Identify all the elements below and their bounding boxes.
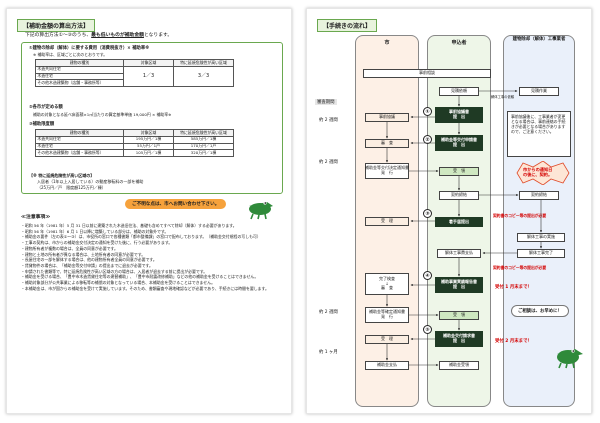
red-note: 受付 1 月末まで！: [495, 285, 532, 290]
flow-receive: 受 領: [439, 167, 479, 176]
flow-estimate-work: 見積作業: [519, 87, 559, 96]
notes-list: ・昭和 56 年（1981 年）5 月 31 日以前に建築された木造旧住法、基礎…: [21, 223, 281, 291]
calc2-body: 補助の対象となる延べ床面積×1㎡当たりの算定基準単価 19,000円 × 補助率…: [33, 112, 172, 117]
flow-decision-notice: 補助金等交付決定通知書発 行: [365, 163, 409, 179]
flow-estimate-request: 見積依頼: [439, 87, 479, 96]
red-note: 契約書のコピー等の提出が必要: [493, 265, 547, 270]
calc3-row-high: 320万円／1棟: [173, 149, 234, 158]
flow-payment-receive: 補助金受領: [439, 361, 479, 370]
flow-screening: 審 査: [365, 139, 409, 148]
section-title-calc: 【補助金額の算出方法】: [17, 19, 96, 32]
extra-box-line: （25万円／戸 限度額125万円／棟）: [37, 185, 106, 190]
section-title-flow: 【手続きの流れ】: [317, 19, 378, 32]
note-item: ・建物所有者が複数の場合は、全員の同意が必要です。: [21, 245, 118, 251]
calc3-title: ③補助限度額: [29, 122, 55, 127]
lane-head-contractor: 建物除却（解体）工事業者: [512, 37, 566, 42]
flow-acceptance: 受 理: [365, 217, 409, 226]
flow-prior-consult-submit: 事前協議書提 出: [435, 107, 483, 123]
note-item: ・本補助金は、市が国からの補助金を受けて実施しています。そのため、書類審査や現地…: [21, 285, 269, 291]
calc1-note: ※ 補助率は、区域ごとに次のとおりです。: [33, 52, 108, 57]
consult-cloud: ご相談は、お早めに！: [511, 305, 569, 317]
flow-prior-consult: 事前協議: [365, 113, 409, 122]
lane-head-city: 市: [384, 40, 390, 46]
note-item: ・申請された書類等で、特に延焼危険性が高い区域の方の場合は、入居者が退去する前に…: [21, 268, 208, 274]
lane-head-applicant: 申込者: [451, 40, 467, 46]
flow-completion-check: 完了検査↓審 査: [365, 273, 409, 295]
step-marker: ①: [423, 107, 432, 116]
period-label: 約 2 週間: [319, 310, 338, 315]
note-item: ・補助金を受ける場合、「豊中市木造賃貸住宅等の建替補助」、「豊中市耐震改修補助」…: [21, 274, 259, 280]
flow-acceptance-2: 受 理: [365, 335, 409, 344]
burst-shape-icon: [516, 161, 570, 185]
flow-demolition-work: 解体工事の実施: [517, 233, 565, 242]
period-label: 約 2 週間: [319, 118, 338, 123]
note-item: ・建物と土地の所有者が異なる場合は、土地所有者の同意が必要です。: [21, 251, 146, 257]
contractor-change-note: 事前協議後に、工事業者が変更となる場合は、事前連絡の手続きが必要となる場合があり…: [507, 111, 571, 157]
flow-arrows-icon: [385, 89, 543, 367]
flow-amount-notice: 補助金等確定通知書発 行: [365, 307, 409, 323]
flow-start-report: 着手届提出: [435, 217, 483, 227]
step-marker: ②: [423, 135, 432, 144]
left-page: 【補助金額の算出方法】 下記の算出方法①～③のうち、最も低いものが補助金額となり…: [6, 8, 292, 414]
flow-result-report: 補助事業実績報告書提 出: [435, 277, 483, 293]
note-item: ・昭和 56 年（1981 年）5 月 31 日以前に建築された木造旧住法、基礎…: [21, 223, 237, 228]
note-item: ・工事の契約は、市からの補助金交付決定の通知を受けた後に、行う必要があります。: [21, 240, 173, 246]
notes-title: ≪注意事項≫: [21, 215, 51, 220]
calc1-rate-table: 建物の種別 対象区域 特に延焼危険性が高い区域 木造共同住宅 1／3 3／3 木…: [35, 59, 234, 88]
step-marker: ③: [423, 209, 432, 218]
red-note: 受付 2 月末まで！: [495, 339, 532, 344]
notice-callout: 市からの通知日の後に、契約。: [515, 161, 571, 185]
flow-payment: 解体工事費支払: [437, 249, 481, 258]
step-marker: ⑤: [423, 325, 432, 334]
period-label: 審査期間: [315, 99, 337, 105]
flow-pre-consult: 事前相談: [363, 69, 491, 78]
flow-contract: 契約締結: [439, 191, 479, 200]
period-label: 約 2 週間: [319, 160, 338, 165]
flow-contractor-request: 解体工事の依頼: [491, 95, 515, 99]
flow-apply-submit: 補助金等交付申請書提 出: [435, 135, 483, 151]
note-item: ・補助金の要件（左の表①～③）は、市役所の窓口で各種書類「都市整備課」の窓口で配…: [21, 234, 261, 240]
calc2-title: ②各市が定める額: [29, 105, 63, 110]
extra-box-title: 【※ 特に延焼危険性が高い区域の】: [29, 173, 95, 178]
calc1-type-row: その他木造建築物（店舗・事務所等）: [35, 79, 124, 88]
calc3-limit-table: 建物の種別 対象区域 特に延焼危険性が高い区域 木造共同住宅 195万円／1棟 …: [35, 129, 234, 158]
callout-text: 市からの通知日の後に、契約。: [523, 167, 553, 178]
flow-contract-contractor: 契約締結: [519, 191, 559, 200]
lane-contractor: [503, 35, 575, 407]
note-item: ・長屋住宅の一部を解体する場合は、他の建物所有者全員の同意が必要です。: [21, 257, 157, 263]
period-label: 約 1 ヶ月: [319, 350, 338, 355]
note-item: ・昭和 56 年（1981 年）6 月 1 日以降に増築している部分は、補助の対…: [21, 228, 169, 234]
note-item: ・補助対象部分が公共事業による移転等の補償の対象となっている場合、本補助金を受け…: [21, 280, 215, 286]
calc1-title: ①建物の除却（解体）に要する費用（消費税抜き）× 補助率※: [29, 46, 150, 51]
crocodile-mascot-icon: [557, 349, 583, 369]
flow-receive-2: 受 領: [439, 311, 479, 320]
red-note: 契約書のコピー等の提出が必要: [493, 213, 547, 218]
flow-demolition-done: 解体工事完了: [517, 249, 565, 258]
calc1-rate-high: 3／3: [173, 65, 234, 88]
flow-payout: 補助金支払: [365, 361, 409, 370]
note-item: ・賃貸物件の場合は、「補助金等交付申請」の提出までに退去が必要です。: [21, 262, 153, 268]
extra-box-line: 入居者（1年以上入居している）の動産移転料の一部を補助: [37, 179, 144, 184]
calc-frame: [21, 42, 283, 194]
flow-payment-claim: 補助金交付請求書提 出: [435, 331, 483, 347]
step-marker: ④: [423, 271, 432, 280]
contact-bubble: ご不明な点は、市へお問い合わせ下さい。: [125, 199, 227, 209]
right-page: 【手続きの流れ】 市 申込者 建物除却（解体）工事業者 審査期間 約 2 週間 …: [306, 8, 592, 414]
crocodile-mascot-icon: [249, 201, 273, 220]
calc-intro: 下記の算出方法①～③のうち、最も低いものが補助金額となります。: [25, 33, 173, 38]
